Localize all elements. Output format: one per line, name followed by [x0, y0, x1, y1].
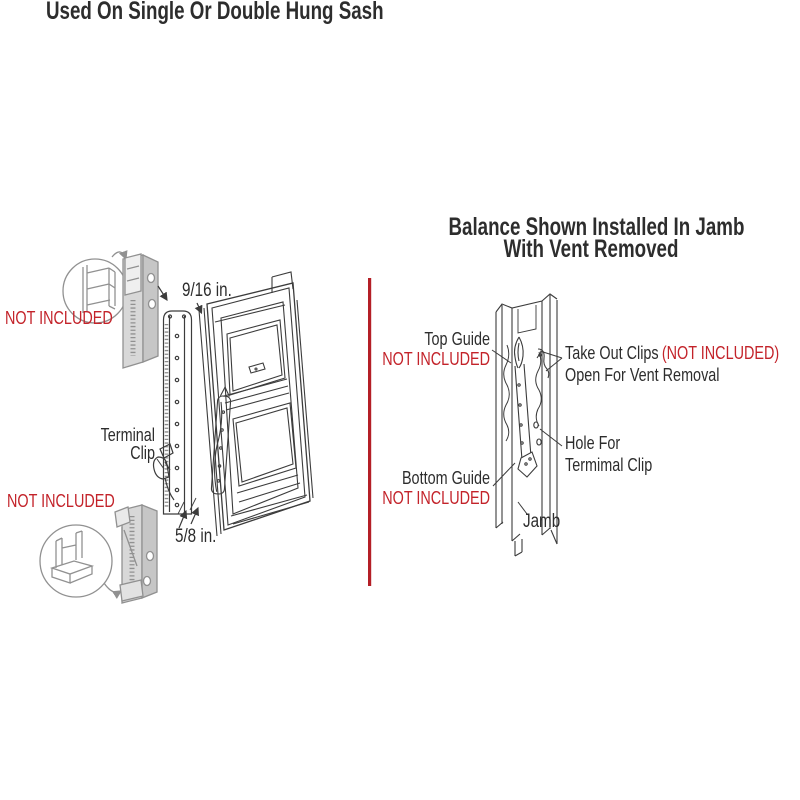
jamb-leader-line [517, 501, 528, 515]
balance-channel-bottom-inset [114, 504, 158, 604]
attached-balance-drawing [210, 385, 232, 495]
width-dimension-label: 9/16 in. [182, 280, 232, 301]
hole-leader-line [539, 428, 563, 447]
take-out-clips-line2: Open For Vent Removal [565, 364, 720, 385]
take-out-clip-drawing [536, 348, 550, 379]
not-included-top-label: NOT INCLUDED [5, 308, 113, 328]
not-included-bottom-label: NOT INCLUDED [7, 491, 115, 511]
right-title-line2: With Vent Removed [503, 235, 679, 263]
top-guide-label: Top Guide NOT INCLUDED [362, 329, 490, 369]
right-title-line1: Balance Shown Installed In Jamb [448, 213, 745, 241]
take-out-clips-leader-lines [539, 350, 563, 372]
terminal-clip-drawing [152, 443, 175, 501]
top-guide-inset-drawing [62, 250, 159, 369]
take-out-clips-label: Take Out Clips(NOT INCLUDED) Open For Ve… [565, 343, 780, 385]
balance-channel-drawing [152, 310, 193, 515]
take-out-clips-not-included-note: (NOT INCLUDED) [661, 343, 780, 363]
break-line-left [503, 344, 510, 442]
bottom-guide-not-included-note: NOT INCLUDED [382, 487, 490, 508]
terminal-clip-leader-line [156, 458, 165, 470]
label-leader-lines [491, 349, 563, 515]
installed-balance-drawing [513, 336, 538, 478]
break-line-right [535, 351, 542, 427]
magnifier-circle-icon [39, 524, 113, 598]
balance-channel-top-inset [122, 253, 159, 369]
terminal-clip-hole [536, 438, 542, 446]
top-guide-not-included-note: NOT INCLUDED [382, 348, 490, 369]
dimension-arrows [156, 285, 203, 529]
bottom-guide-label: Bottom Guide NOT INCLUDED [362, 468, 490, 508]
depth-dimension-label: 5/8 in. [175, 526, 217, 547]
window-sash-drawing [198, 271, 314, 537]
jamb-label: Jamb [523, 511, 561, 532]
left-section-title: Used On Single Or Double Hung Sash [46, 0, 384, 25]
sash-lock-icon [248, 362, 266, 374]
top-guide-leader-line [491, 349, 512, 364]
section-divider-line [368, 278, 372, 586]
hole-for-terminal-clip-label: Hole For Termimal Clip [565, 433, 653, 475]
terminal-clip-hole [533, 421, 539, 429]
terminal-clip-label: Terminal Clip [100, 425, 155, 463]
jamb-drawing [495, 293, 558, 557]
bottom-guide-leader-line [492, 462, 516, 487]
bottom-guide-inset-drawing [39, 504, 158, 604]
right-section-title: Balance Shown Installed In Jamb With Ven… [448, 213, 745, 263]
